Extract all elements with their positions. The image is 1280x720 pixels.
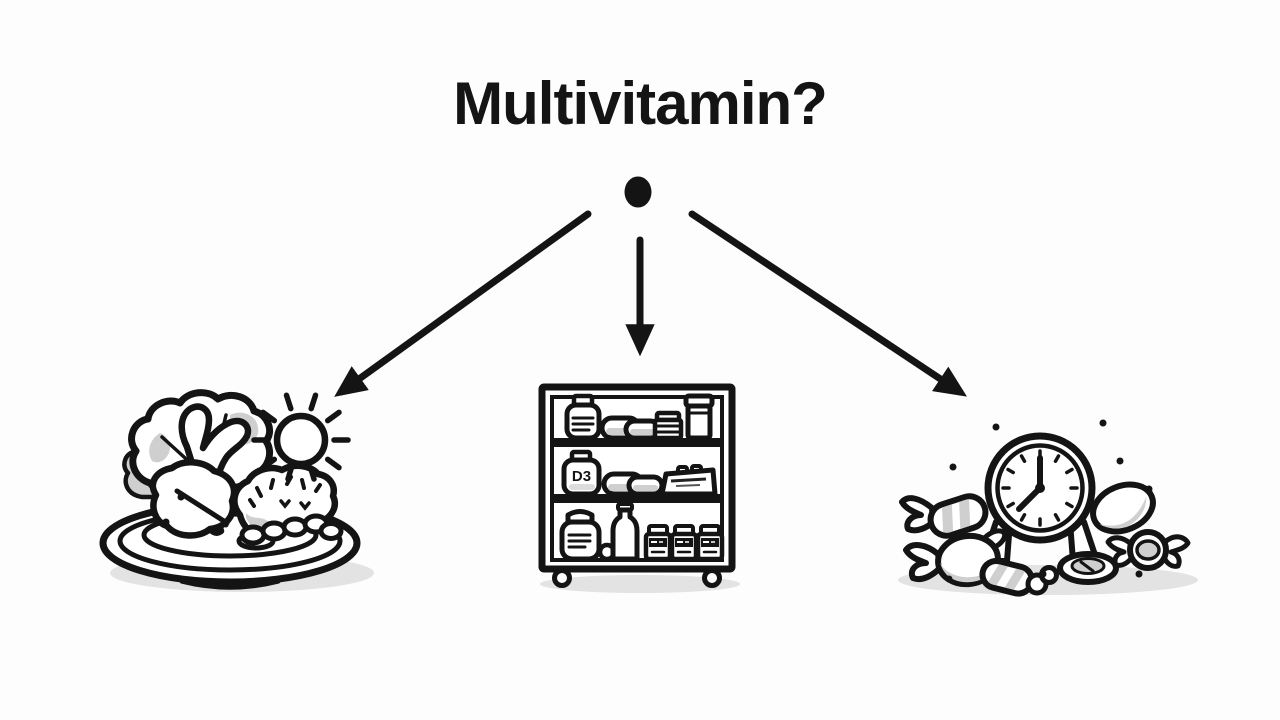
whole-foods-illustration [99, 389, 374, 592]
supplement-shelf-illustration: D3 [538, 383, 740, 593]
sun-icon [251, 392, 351, 482]
arrow-to-candy [688, 210, 967, 397]
capsule-pills-icon [601, 471, 665, 497]
decision-dot [624, 176, 652, 208]
d3-bottle-label: D3 [572, 468, 591, 485]
capsule-pills-icon [599, 415, 662, 441]
labeled-jars-icon [643, 524, 725, 562]
arrow-to-food [334, 210, 592, 397]
vitamin-bottle-icon [564, 393, 602, 441]
wrapped-candy-icon [1105, 529, 1191, 571]
page-title: Multivitamin? [453, 70, 828, 137]
scattered-dots [945, 419, 1153, 583]
tall-jar-icon [683, 393, 715, 441]
tall-bottle-icon [610, 502, 640, 562]
striped-candy-icon [899, 493, 989, 539]
egg-candy-icon [1090, 481, 1156, 535]
round-tablet-icon [1057, 551, 1119, 585]
striped-candy-icon [979, 557, 1059, 597]
supplement-box-icon [659, 464, 718, 497]
candies-clock-illustration [898, 419, 1198, 597]
shelf-shadow [540, 575, 740, 593]
ridged-jar-icon [652, 410, 684, 441]
label-jar-icon [559, 509, 602, 562]
d3-bottle-icon: D3 [561, 449, 602, 497]
potato-icon [149, 459, 238, 539]
peas-icon [236, 513, 344, 551]
